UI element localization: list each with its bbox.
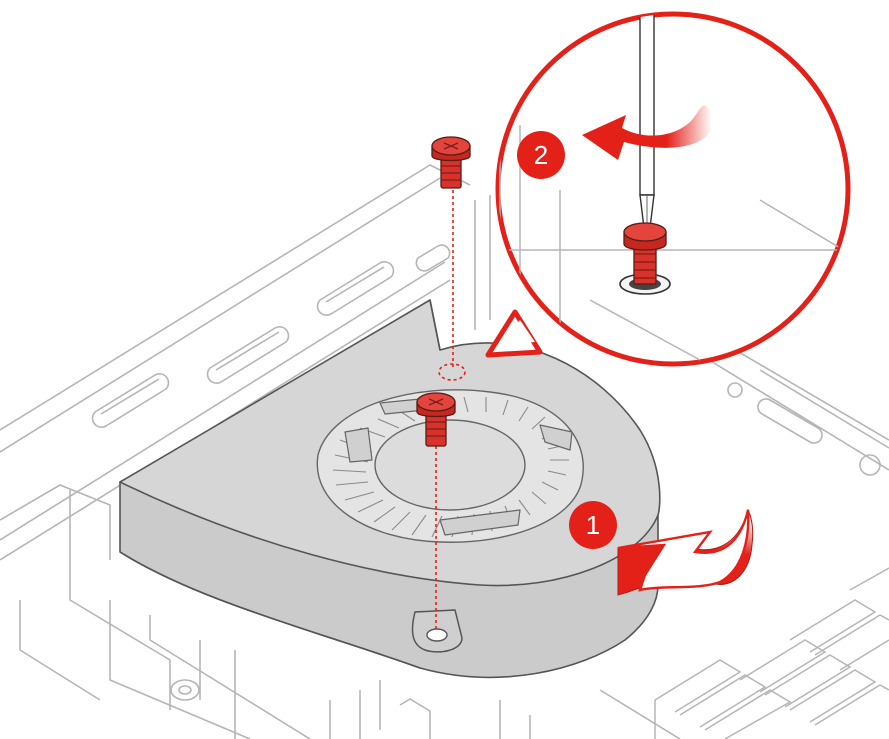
curved-arrow-icon xyxy=(617,508,754,596)
screw-icon xyxy=(431,136,471,189)
step-2-badge: 2 xyxy=(517,131,565,179)
screw-icon xyxy=(623,222,667,285)
screw-guide-lines xyxy=(435,190,466,632)
screwdriver-icon xyxy=(639,14,655,229)
curved-arrow-icon xyxy=(582,105,712,160)
zoom-callout: 2 xyxy=(485,11,851,367)
system-fan xyxy=(119,299,661,679)
heatsink-fins xyxy=(654,567,889,739)
step-1-badge: 1 xyxy=(569,501,617,549)
chassis-frame xyxy=(0,164,889,739)
step-2-number: 2 xyxy=(534,140,548,170)
step-1-number: 1 xyxy=(586,510,600,540)
screw-icon xyxy=(416,392,456,447)
